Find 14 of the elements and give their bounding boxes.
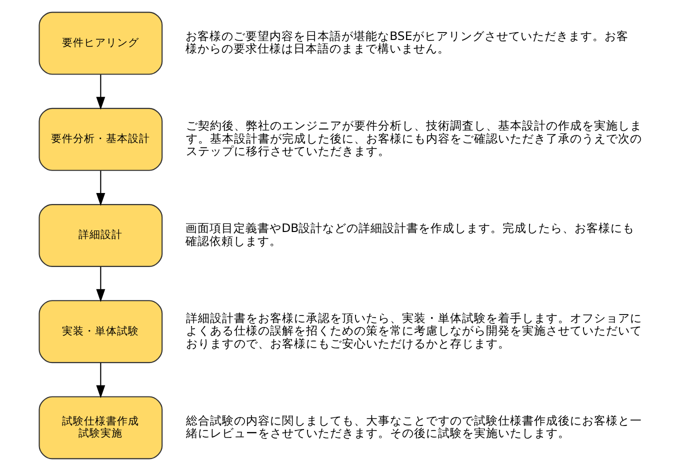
node-label: 詳細設計書をお客様に承認を頂いたら、実装・単体試験を着手します。オフショアによくある仕様の誤解を招くための策を常に考慮しながら開発を実施させていただいておりますので、お客様にもご安心いただけるかと存じます。 [186,310,642,350]
node-box: 試験仕様書作成 試験実施 [38,396,163,460]
node-box: 要件分析・基本設計 [38,108,163,171]
arrow [96,74,106,110]
node-label: お客様のご要望内容を日本語が堪能なBSEがヒアリングさせていただきます。お客様からの要求仕様は日本語のままで構いません。 [186,28,628,56]
node-box: 実装・単体試験 [38,300,163,364]
arrow [96,362,106,398]
node-label: 総合試験の内容に関しましても、大事なことですので試験仕様書作成後にお客様と一緒にレビューをさせていただきます。その後に試験を実施いたします。 [186,413,642,440]
node-label: 画面項目定義書やDB設計などの詳細設計書を作成します。完成したら、お客様にも確認依頼します。 [186,221,635,248]
arrow [96,266,106,302]
node-box: 詳細設計 [38,204,163,267]
arrow [96,170,106,206]
node-box: 要件ヒアリング [38,12,163,75]
node-label: ご契約後、弊社のエンジニアが要件分析し、技術調査し、基本設計の作成を実施します。基本設計書が完成した後に、お客様にも内容をご確認いただき了承のうえで次のステップに移行させていただきます。 [186,118,642,158]
